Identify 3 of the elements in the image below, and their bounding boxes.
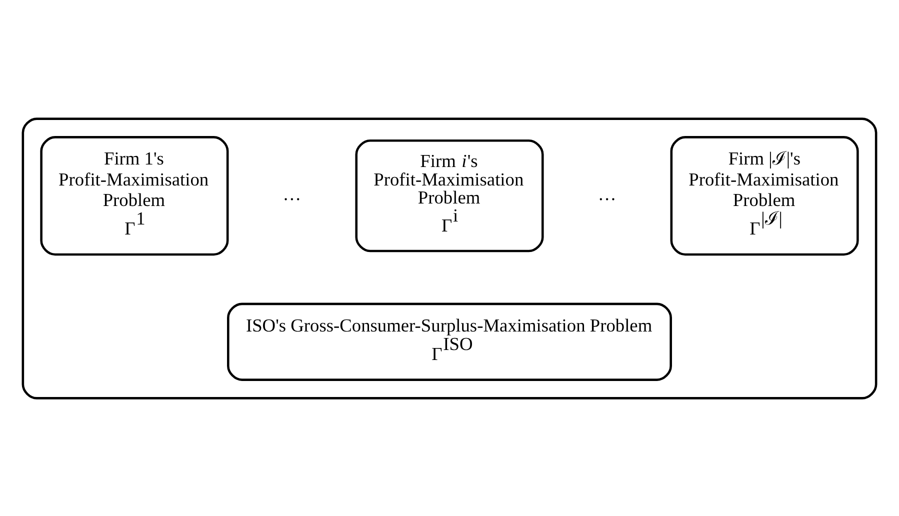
cluster [22, 117, 878, 399]
label: … [282, 184, 302, 204]
label: … [598, 184, 616, 204]
